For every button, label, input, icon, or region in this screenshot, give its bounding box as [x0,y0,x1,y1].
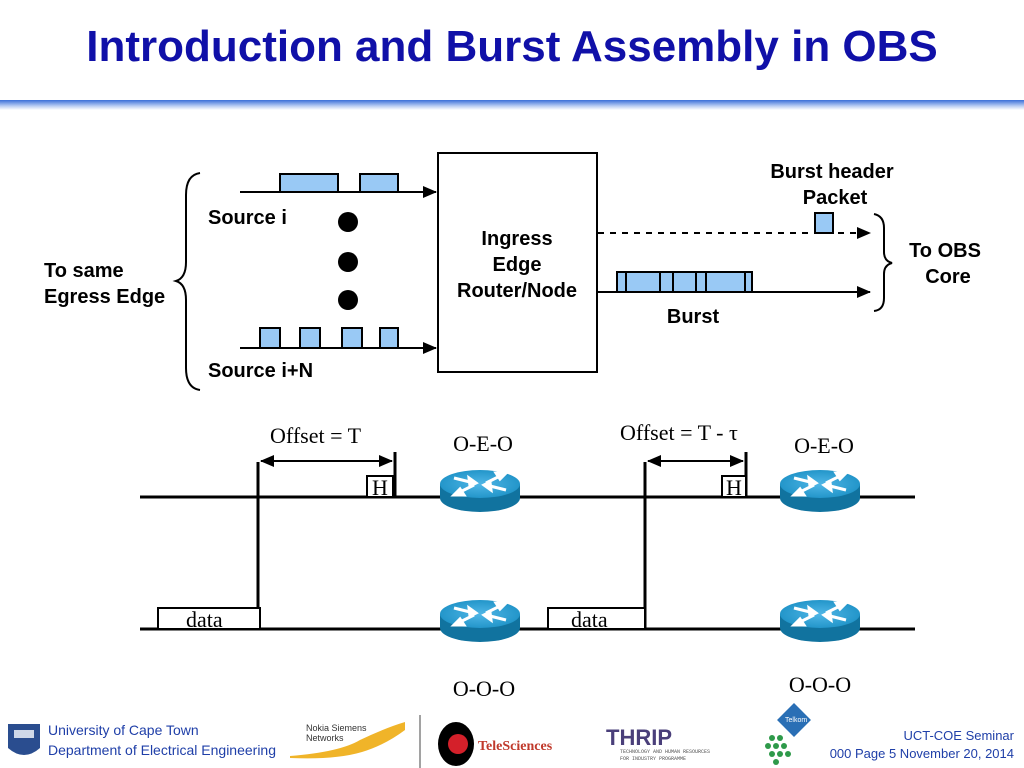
header-label-1: Burst header [770,161,894,183]
packet [299,327,321,349]
thrip-logo: THRIP TECHNOLOGY AND HUMAN RESOURCES FOR… [606,725,710,762]
left-brace [172,172,201,391]
packet [379,327,399,349]
ooo-label: O-O-O [453,676,515,701]
packet [359,173,399,193]
svg-text:THRIP: THRIP [606,725,672,750]
ellipsis-dot [338,212,358,232]
title-divider [0,100,1024,110]
telkom-logo: Telkom [765,703,811,765]
svg-text:Nokia Siemens: Nokia Siemens [306,723,367,733]
data-box [157,607,261,630]
uct-crest-logo [8,724,40,755]
oeo-label: O-E-O [453,431,513,456]
router-icon [778,598,862,644]
data-box-label: data [571,607,608,632]
node-label-3: Router/Node [457,280,577,302]
offset-left-label: Offset = T [270,423,362,448]
packet [279,173,339,193]
source-bottom-label: Source i+N [208,360,313,382]
router-icon [778,468,862,514]
ooo-label: O-O-O [789,672,851,697]
page-info: 000 Page 5 November 20, 2014 [829,746,1014,761]
router-icon [438,598,522,644]
ellipsis-dot [338,290,358,310]
right-group-label-1: To OBS [909,240,981,262]
svg-text:TeleSciences: TeleSciences [478,739,553,754]
header-box-label: H [726,475,742,500]
node-label-2: Edge [493,254,542,276]
svg-text:FOR INDUSTRY PROGRAMME: FOR INDUSTRY PROGRAMME [620,756,686,762]
burst-label: Burst [667,306,720,328]
header-label-2: Packet [803,187,868,209]
offset-right-label: Offset = T - τ [620,420,738,445]
ellipsis-dot [338,252,358,272]
data-box [547,607,646,630]
telesciences-logo: TeleSciences [438,722,553,766]
header-box [721,475,747,498]
burst [616,271,753,293]
svg-text:TECHNOLOGY AND HUMAN RESOURCES: TECHNOLOGY AND HUMAN RESOURCES [620,749,710,755]
department-name: Department of Electrical Engineering [48,742,277,758]
router-icon [438,468,522,514]
header-box [366,475,394,498]
packet [341,327,363,349]
svg-text:Telkom: Telkom [785,717,807,724]
left-group-label-1: To same [44,260,124,282]
right-brace [873,213,893,312]
data-box-label: data [186,607,223,632]
svg-text:Networks: Networks [306,733,344,743]
oeo-label: O-E-O [794,433,854,458]
left-group-label-2: Egress Edge [44,286,165,308]
ingress-edge-router-box [437,152,598,373]
seminar-label: UCT-COE Seminar [903,728,1014,743]
source-top-label: Source i [208,207,287,229]
slide-title: Introduction and Burst Assembly in OBS [86,22,938,71]
header-box-label: H [372,475,388,500]
nokia-siemens-logo: Nokia Siemens Networks [290,722,405,759]
node-label-1: Ingress [481,228,552,250]
right-group-label-2: Core [925,266,971,288]
burst-header-packet [814,212,834,234]
university-name: University of Cape Town [48,722,199,738]
packet [259,327,281,349]
